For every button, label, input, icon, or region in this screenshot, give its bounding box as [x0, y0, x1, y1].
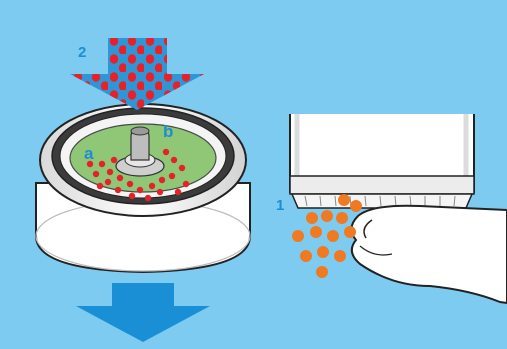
aerator-mesh — [290, 193, 474, 209]
falling-particles — [292, 194, 362, 278]
finger — [350, 204, 507, 305]
flow-down-arrow — [76, 283, 210, 342]
faucet-spout — [289, 114, 475, 195]
debris-particles — [86, 148, 190, 202]
step-1-label: 1 — [276, 197, 284, 214]
press-down-arrow — [70, 38, 204, 110]
step-2-label: 2 — [78, 44, 86, 61]
part-b-label: b — [163, 122, 173, 141]
center-pin — [115, 126, 165, 177]
part-a-label: a — [84, 144, 94, 163]
